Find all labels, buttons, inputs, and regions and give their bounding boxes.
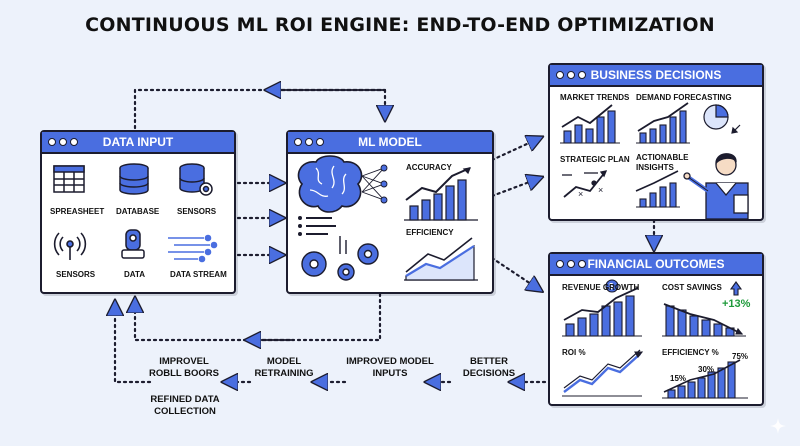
presenter-person-icon <box>683 153 749 219</box>
improvel-roboll-boors-label: IMPROVEL ROBLL BOORS <box>148 356 220 379</box>
item-label-sensors: SENSORS <box>177 207 217 216</box>
window-dots <box>556 260 586 268</box>
ml-model-title: ML MODEL <box>358 135 422 149</box>
arrow-model-business-2 <box>490 178 540 198</box>
efficiency-point-75: 75% <box>732 352 749 361</box>
arrow-model-financial <box>490 256 540 290</box>
brain-icon <box>297 155 363 213</box>
market-trends-label: MARKET TRENDS <box>560 93 630 102</box>
item-label-database: DATABASE <box>116 207 160 216</box>
refined-data-collection-label: REFINED DATA COLLECTION <box>150 394 220 417</box>
item-label-data: DATA <box>124 270 146 279</box>
efficiency-point-15: 15% <box>670 374 687 383</box>
svg-text:×: × <box>598 185 603 195</box>
item-label-data-stream: DATA STREAM <box>170 270 227 279</box>
revenue-growth-label: REVENUE GROWTH <box>562 283 640 292</box>
data-stream-icon <box>168 234 218 263</box>
pie-chart-icon <box>703 104 741 134</box>
business-graphics: × × <box>560 102 749 219</box>
cost-savings-label: COST SAVINGS <box>662 283 722 292</box>
efficiency-pct-chart <box>662 359 748 399</box>
ml-model-header: ML MODEL <box>288 132 492 154</box>
accuracy-label: ACCURACY <box>406 163 452 172</box>
item-label-spreadsheet: SPREASHEET <box>50 207 105 216</box>
financial-graphics: $ <box>562 279 748 399</box>
model-retraining-label: MODEL RETRAINING <box>254 356 314 379</box>
roi-label: ROI % <box>562 348 586 357</box>
demand-forecasting-label: DEMAND FORECASTING <box>636 93 732 102</box>
gears-icon <box>301 236 379 281</box>
business-decisions-panel: BUSINESS DECISIONS <box>548 63 764 221</box>
efficiency-point-30: 30% <box>698 365 715 374</box>
item-label-sensors-2: SENSORS <box>56 270 96 279</box>
demand-forecast-chart <box>636 102 690 144</box>
efficiency-pct-label: EFFICIENCY % <box>662 348 719 357</box>
neural-net-icon <box>361 164 388 204</box>
strategic-plan-label: STRATEGIC PLAN <box>560 155 630 164</box>
svg-text:×: × <box>578 189 583 199</box>
antenna-icon <box>53 232 87 260</box>
data-input-header: DATA INPUT <box>42 132 234 154</box>
roi-chart <box>562 349 644 397</box>
revenue-growth-chart: $ <box>562 279 642 337</box>
spreadsheet-icon <box>53 165 85 193</box>
financial-outcomes-header: FINANCIAL OUTCOMES <box>550 254 762 276</box>
data-input-title: DATA INPUT <box>102 135 174 149</box>
page-title: CONTINUOUS ML ROI ENGINE: END-TO-END OPT… <box>85 14 715 36</box>
strategic-plan-icon: × × <box>562 170 608 199</box>
cost-savings-delta: +13% <box>722 298 751 310</box>
financial-outcomes-panel: FINANCIAL OUTCOMES $ <box>548 252 764 406</box>
business-decisions-title: BUSINESS DECISIONS <box>590 68 722 82</box>
better-decisions-label: BETTER DECISIONS <box>462 356 516 379</box>
arrow-top-loop <box>133 88 385 130</box>
ml-model-panel: ML MODEL <box>286 130 494 294</box>
device-icon <box>121 229 145 259</box>
cost-savings-chart <box>662 281 746 337</box>
financial-outcomes-title: FINANCIAL OUTCOMES <box>587 257 725 271</box>
window-dots <box>48 138 78 146</box>
accuracy-chart <box>404 167 478 221</box>
server-gear-icon <box>179 163 213 196</box>
market-trends-chart <box>560 104 620 144</box>
window-dots <box>556 71 586 79</box>
improved-model-inputs-label: IMPROVED MODEL INPUTS <box>346 356 434 379</box>
efficiency-label: EFFICIENCY <box>406 228 454 237</box>
data-input-icons <box>53 163 218 263</box>
business-decisions-header: BUSINESS DECISIONS <box>550 65 762 87</box>
arrow-inner-loop <box>135 292 382 342</box>
window-dots <box>294 138 324 146</box>
actionable-insights-label: ACTIONABLE INSIGHTS <box>636 153 689 172</box>
sparkle-icon <box>770 418 786 434</box>
ml-model-graphics <box>297 155 478 281</box>
data-input-panel: DATA INPUT <box>40 130 236 294</box>
arrow-bottom-return <box>115 303 152 384</box>
arrow-model-business-1 <box>490 138 540 162</box>
svg-text:$: $ <box>609 282 614 291</box>
actionable-insights-chart <box>635 170 680 208</box>
efficiency-chart <box>404 237 478 281</box>
list-icon <box>298 216 336 236</box>
database-icon <box>119 163 149 195</box>
